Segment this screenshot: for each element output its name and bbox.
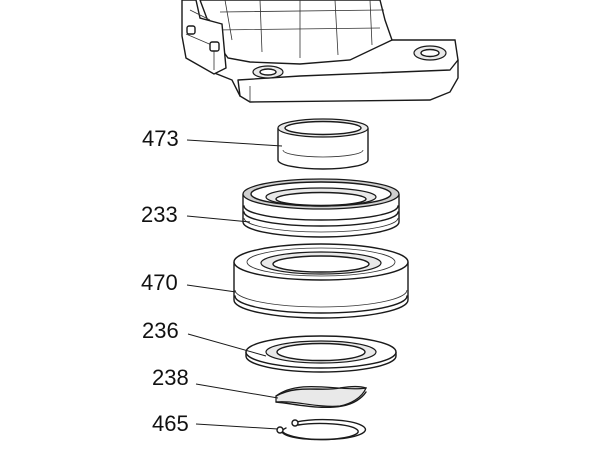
part-238-wave-spring — [275, 385, 367, 409]
callout-473: 473 — [142, 126, 179, 151]
leader-470 — [186, 284, 237, 293]
callout-470: 470 — [141, 270, 178, 295]
part-473-sleeve — [277, 118, 369, 170]
callout-238: 238 — [152, 365, 189, 390]
callout-233: 233 — [141, 202, 178, 227]
housing-part — [181, 0, 459, 103]
part-465-retaining-ring — [276, 418, 367, 441]
leader-238 — [195, 383, 279, 399]
leader-465 — [195, 423, 279, 430]
leader-473 — [186, 139, 283, 147]
part-470-bearing — [233, 243, 409, 319]
leader-236 — [187, 333, 267, 357]
callout-236: 236 — [142, 318, 179, 343]
part-233-seal — [242, 178, 400, 238]
leader-233 — [186, 215, 251, 223]
callout-465: 465 — [152, 411, 189, 436]
part-236-washer — [245, 335, 397, 373]
